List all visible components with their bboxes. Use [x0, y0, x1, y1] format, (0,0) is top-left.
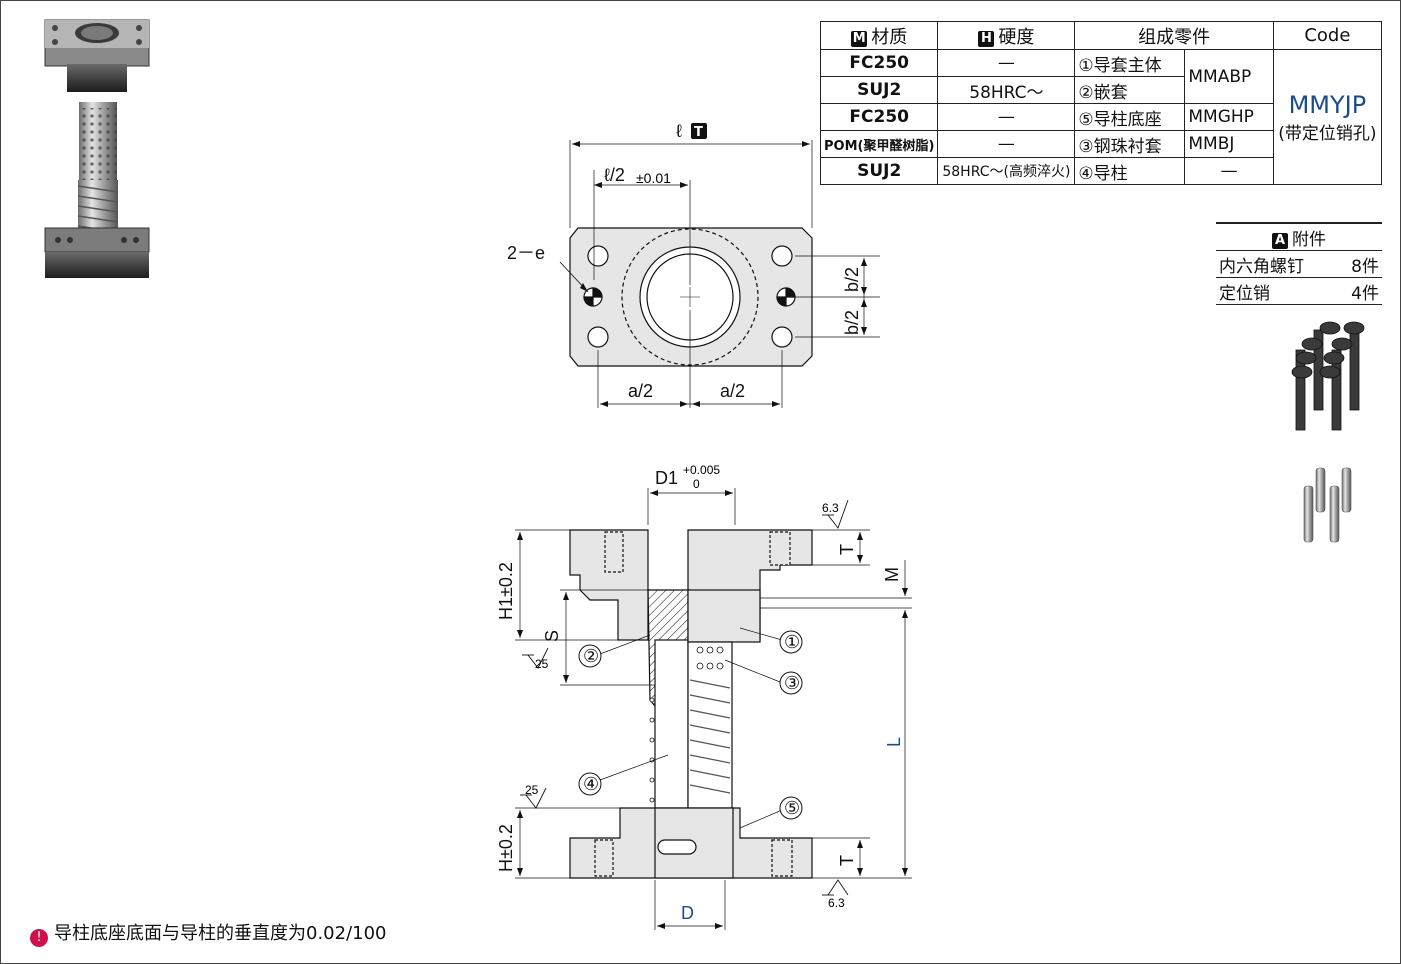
material-cell: FC250: [819, 49, 939, 77]
t-top-label: T: [837, 544, 857, 555]
pins-image: [1303, 467, 1352, 543]
accessory-name: 内六角螺钉: [1216, 250, 1337, 278]
part-cell: ④导柱: [1074, 157, 1186, 185]
d1-tol-lower: 0: [693, 477, 700, 491]
d1-label: D1: [655, 468, 678, 488]
callout-2: ②: [583, 646, 599, 666]
b-half-top-label: b/2: [842, 267, 862, 292]
accessory-name: 定位销: [1216, 277, 1337, 305]
e-hole-label: 2－e: [507, 243, 545, 263]
b-half-bottom-label: b/2: [842, 310, 862, 335]
material-cell: SUJ2: [819, 157, 939, 185]
list-item: 内六角螺钉 8件: [1216, 250, 1382, 278]
callout-4: ④: [583, 774, 599, 794]
l-dimension-label: ℓ: [676, 121, 682, 141]
table-row: SUJ2 58HRC～(高频淬火) ④导柱 —: [819, 157, 1382, 185]
h1-label: H1±0.2: [496, 562, 516, 620]
hardness-badge-icon: H: [978, 30, 995, 47]
code-cell: MMYJP (带定位销孔): [1272, 49, 1383, 185]
l-half-tolerance: ±0.01: [636, 170, 671, 186]
part-code-cell: MMBJ: [1184, 130, 1274, 158]
hardness-cell: 58HRC～(高频淬火): [937, 157, 1076, 185]
d-label: D: [681, 903, 694, 923]
material-cell: POM(聚甲醛树脂): [819, 130, 939, 158]
l-length-label: L: [884, 737, 904, 747]
screws-image: [1291, 321, 1365, 431]
hardness-cell: —: [937, 49, 1076, 77]
hardness-cell: 58HRC～: [937, 76, 1076, 104]
hardness-cell: —: [937, 103, 1076, 131]
part-code-cell: MMABP: [1184, 49, 1274, 104]
accessory-qty: 4件: [1337, 277, 1382, 305]
roughness-6-3-bottom: 6.3: [828, 896, 845, 910]
d1-tol-upper: +0.005: [683, 463, 720, 477]
perpendicularity-note: ! 导柱底座底面与导柱的垂直度为0.02/100: [30, 919, 387, 947]
accessory-qty: 8件: [1337, 250, 1382, 278]
part-cell: ⑤导柱底座: [1074, 103, 1186, 131]
accessories-badge-icon: A: [1272, 232, 1288, 249]
roughness-6-3-top: 6.3: [822, 501, 839, 515]
t-bottom-label: T: [837, 855, 857, 866]
part-code-cell: MMGHP: [1184, 103, 1274, 131]
note-text: 导柱底座底面与导柱的垂直度为0.02/100: [54, 923, 387, 944]
material-cell: SUJ2: [819, 76, 939, 104]
l-half-label: ℓ/2: [604, 165, 625, 185]
callout-5: ⑤: [784, 798, 800, 818]
callout-circles: [578, 630, 803, 820]
roughness-25-b: 25: [525, 783, 539, 797]
table-row: FC250 — ①导套主体 MMABP MMYJP (带定位销孔): [819, 49, 1383, 185]
t-badge-text: T: [694, 125, 703, 140]
s-label: S: [542, 630, 562, 642]
callout-2-circle: [578, 644, 602, 668]
section-view: [515, 488, 912, 930]
roughness-25-a: 25: [535, 657, 549, 671]
part-cell: ①导套主体: [1074, 49, 1186, 77]
a-half-left-label: a/2: [628, 381, 653, 401]
warning-icon: !: [30, 929, 48, 947]
h-label: H±0.2: [496, 824, 516, 872]
callout-5-circle: [779, 796, 803, 820]
part-code-cell: —: [1184, 157, 1274, 185]
part-cell: ③钢珠衬套: [1074, 130, 1186, 158]
section-arrows: [517, 490, 908, 929]
t-badge-icon: [691, 123, 707, 139]
m-label: M: [882, 567, 902, 582]
callout-1-circle: [779, 630, 803, 654]
material-badge-icon: M: [851, 30, 868, 47]
material-cell: FC250: [819, 103, 939, 131]
product-photo: [44, 19, 150, 278]
a-half-right-label: a/2: [720, 381, 745, 401]
list-item: 定位销 4件: [1216, 277, 1382, 305]
callout-3: ③: [784, 673, 800, 693]
callout-1: ①: [784, 632, 800, 652]
callout-4-circle: [578, 772, 602, 796]
code-main: MMYJP: [1288, 90, 1367, 119]
part-cell: ②嵌套: [1074, 76, 1186, 104]
code-sub: (带定位销孔): [1278, 123, 1377, 144]
top-view: [559, 140, 880, 408]
parts-header: 组成零件: [1074, 21, 1274, 50]
callout-3-circle: [779, 671, 803, 695]
code-header: Code: [1272, 21, 1383, 50]
table-row: SUJ2 58HRC～ ②嵌套: [819, 76, 1382, 104]
hardness-cell: —: [937, 130, 1076, 158]
top-view-arrows: [572, 141, 867, 407]
